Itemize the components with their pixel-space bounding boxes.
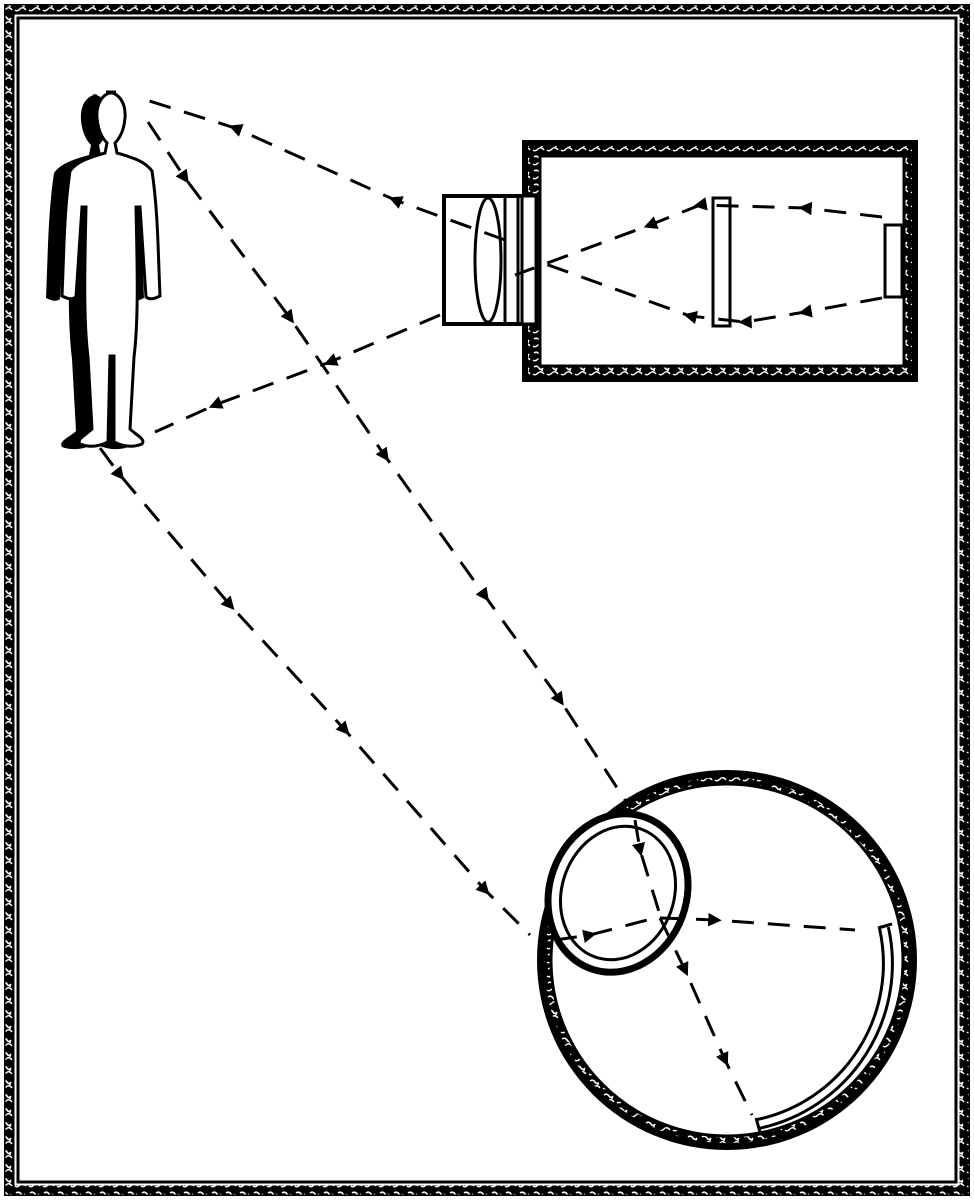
light-rays bbox=[98, 96, 883, 1116]
ray-projector-lower bbox=[539, 260, 883, 329]
ray-eye-down bbox=[658, 917, 754, 1116]
ray-feet-to-eye bbox=[98, 447, 532, 937]
projector-box bbox=[442, 140, 918, 382]
person-silhouette-icon bbox=[46, 90, 162, 450]
border-frame bbox=[4, 4, 970, 1196]
ray-head-to-eye bbox=[146, 121, 627, 801]
ray-to-head bbox=[139, 96, 506, 242]
ray-eye-right bbox=[659, 912, 856, 932]
light-source bbox=[883, 223, 904, 299]
lens-icon bbox=[473, 196, 503, 324]
ray-eye-left bbox=[554, 916, 656, 943]
eyeball bbox=[537, 770, 917, 1150]
ray-eye-top bbox=[631, 819, 662, 916]
lens-housing bbox=[442, 194, 540, 326]
film-plate bbox=[711, 196, 732, 328]
eye-lens bbox=[544, 810, 692, 976]
ray-to-feet bbox=[154, 313, 441, 434]
ray-projector-upper bbox=[514, 197, 883, 277]
